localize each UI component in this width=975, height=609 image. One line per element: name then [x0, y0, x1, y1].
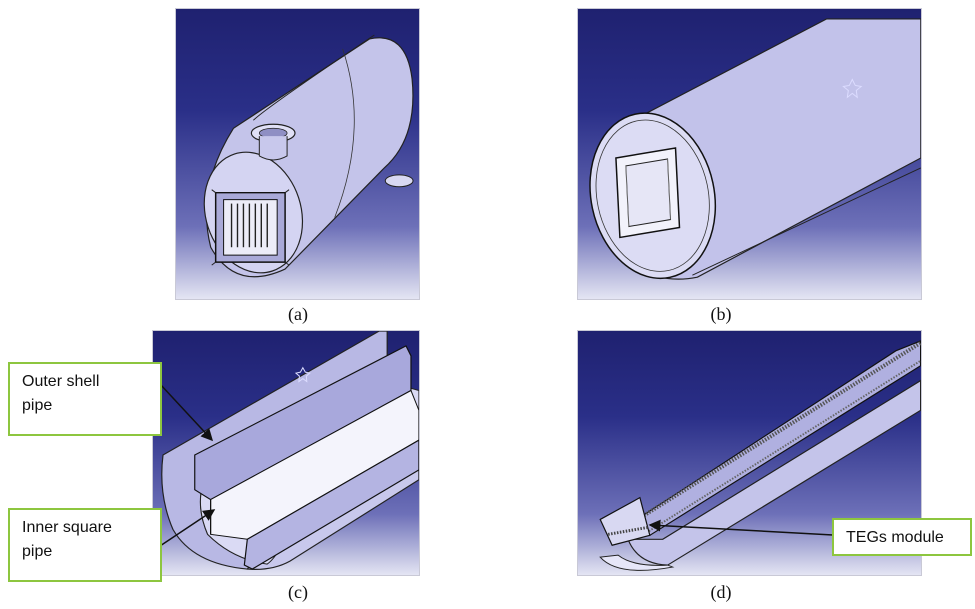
caption-a: (a)	[288, 304, 308, 324]
panel-b-shell	[577, 8, 922, 300]
bottom-nozzle	[384, 174, 414, 188]
angle-bracket	[599, 496, 651, 546]
callout-inner-square-line2: pipe	[22, 543, 53, 560]
callout-outer-shell-pipe: Outer shell pipe	[8, 362, 162, 436]
callout-inner-square-pipe: Inner square pipe	[8, 508, 162, 582]
panel-a-assembly	[175, 8, 420, 300]
callout-outer-shell-line2: pipe	[22, 397, 53, 414]
inner-pipe-right-wall	[243, 439, 419, 570]
caption-c: (c)	[288, 582, 308, 602]
shell-seam-lower	[334, 48, 355, 218]
half-section-drawing	[161, 331, 419, 570]
panel-c-section	[152, 330, 420, 576]
callout-inner-square-line1: Inner square	[22, 519, 112, 536]
heat-exchanger-assembly-drawing	[203, 34, 414, 278]
outer-shell-segment	[627, 379, 921, 566]
caption-d: (d)	[710, 582, 732, 602]
cylinder-seam	[692, 167, 921, 276]
shell-seam	[253, 34, 375, 121]
panel-d-tegs	[577, 330, 922, 576]
shell-end-curve	[599, 554, 675, 571]
tegs-fins	[230, 203, 268, 248]
caption-b: (b)	[710, 304, 732, 324]
callout-tegs-module: TEGs module	[832, 518, 972, 556]
callout-outer-shell-line1: Outer shell	[22, 373, 100, 390]
compass-icon	[842, 78, 863, 99]
tegs-module-drawing	[599, 340, 921, 571]
vertical-wall	[639, 340, 921, 537]
outer-shell-drawing	[589, 18, 921, 280]
compass-icon	[294, 366, 311, 383]
callout-tegs-module-label: TEGs module	[846, 529, 944, 546]
